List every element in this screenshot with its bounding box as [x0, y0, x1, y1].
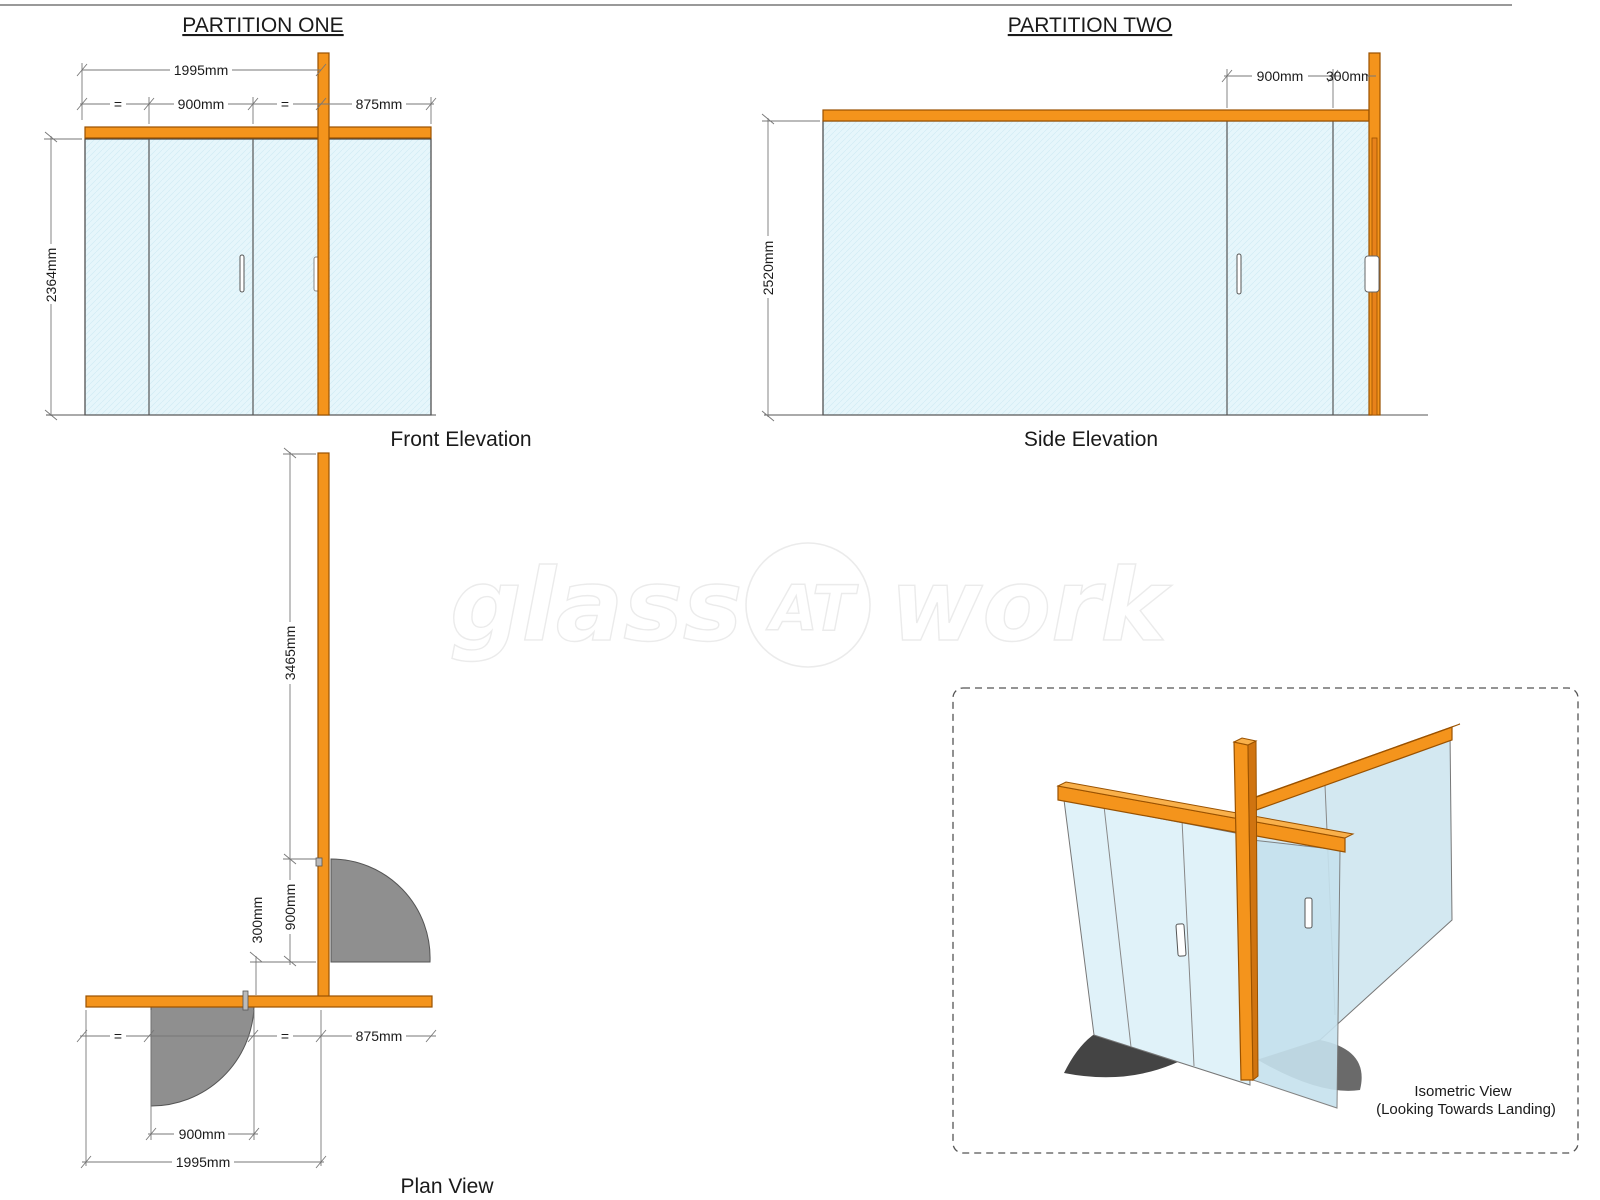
plan-hinge — [242, 990, 249, 1011]
plan-door-swing-upper — [330, 858, 431, 963]
watermark-right: work — [890, 547, 1172, 664]
iso-vertical-post-top — [1232, 737, 1258, 746]
front-glass-panel — [84, 138, 432, 416]
plan-vertical-bar — [317, 452, 330, 1000]
dim-front-eq-right: = — [281, 96, 289, 112]
dim-plan-right: 875mm — [356, 1028, 403, 1044]
dim-tick — [249, 951, 263, 963]
iso-mullion — [1181, 819, 1195, 1067]
dim-plan-overall: 1995mm — [176, 1154, 230, 1170]
dim-tick — [247, 1029, 259, 1043]
front-door-handle — [239, 254, 245, 293]
front-elevation: 1995mm = 900mm = 875mm 2364mm Front Elev… — [43, 52, 532, 451]
dim-side-right-clip: 300mm — [1326, 68, 1373, 84]
dim-plan-offset: 300mm — [249, 897, 265, 944]
plan-horizontal-bar — [85, 995, 433, 1008]
dim-side-right: 300mm — [1326, 68, 1373, 84]
plan-view-label: Plan View — [400, 1175, 494, 1198]
dim-tick — [76, 1029, 88, 1043]
front-elevation-label: Front Elevation — [390, 428, 531, 451]
isometric-view: Isometric View (Looking Towards Landing) — [952, 687, 1579, 1154]
isometric-frame — [952, 687, 1579, 1154]
dim-front-height: 2364mm — [43, 248, 59, 302]
dim-front-eq-left: = — [114, 96, 122, 112]
dim-plan-door-gap: 900mm — [282, 884, 298, 931]
watermark-left: glass — [450, 547, 742, 664]
front-vertical-post — [317, 52, 330, 416]
dim-tick — [248, 1127, 260, 1141]
isometric-label-line1: Isometric View — [1414, 1083, 1511, 1100]
dim-tick — [315, 1155, 327, 1169]
watermark-ring — [745, 542, 871, 668]
dim-tick — [425, 1029, 437, 1043]
plan-view: 3465mm 900mm 300mm = = 875mm 900 — [76, 447, 494, 1198]
dim-tick — [761, 410, 775, 422]
side-header-beam — [822, 109, 1370, 122]
watermark: glass AT work — [449, 542, 1173, 668]
dim-tick — [283, 955, 297, 967]
dim-plan-eq-right: = — [281, 1028, 289, 1044]
partition-one-title: PARTITION ONE — [182, 14, 343, 37]
dim-tick — [143, 1029, 155, 1043]
dim-tick — [315, 97, 327, 111]
dim-tick — [44, 131, 58, 143]
side-post-handle — [1364, 255, 1380, 293]
side-elevation-label: Side Elevation — [1024, 428, 1158, 451]
dim-tick — [145, 1127, 157, 1141]
side-door-handle — [1236, 253, 1242, 295]
dim-tick — [283, 447, 297, 459]
partition-two-title: PARTITION TWO — [1008, 14, 1173, 37]
iso-door-handle — [1175, 923, 1187, 957]
dim-plan-long: 3465mm — [282, 626, 298, 680]
plan-hinge — [315, 857, 323, 867]
front-header-beam — [84, 126, 432, 139]
iso-mullion — [1103, 805, 1132, 1048]
dim-side-door: 900mm — [1257, 68, 1304, 84]
watermark-mid: AT — [765, 572, 859, 645]
plan-door-swing-lower — [150, 1006, 255, 1107]
dim-side-height: 2520mm — [760, 241, 776, 295]
dim-plan-eq-left: = — [114, 1028, 122, 1044]
iso-door-handle — [1304, 897, 1313, 929]
iso-glass-door — [1251, 839, 1341, 1109]
dim-front-right: 875mm — [356, 96, 403, 112]
side-elevation: 900mm 300mm 2520mm Side Elevation — [760, 52, 1428, 451]
dim-front-door: 900mm — [178, 96, 225, 112]
dim-tick — [80, 1155, 92, 1169]
dim-tick — [761, 113, 775, 125]
side-glass-panel — [822, 120, 1372, 416]
dim-front-overall: 1995mm — [174, 62, 228, 78]
isometric-label-line2: (Looking Towards Landing) — [1376, 1101, 1556, 1118]
dim-tick — [76, 97, 88, 111]
dim-tick — [315, 63, 327, 77]
dim-tick — [44, 409, 58, 421]
dim-plan-door: 900mm — [179, 1126, 226, 1142]
